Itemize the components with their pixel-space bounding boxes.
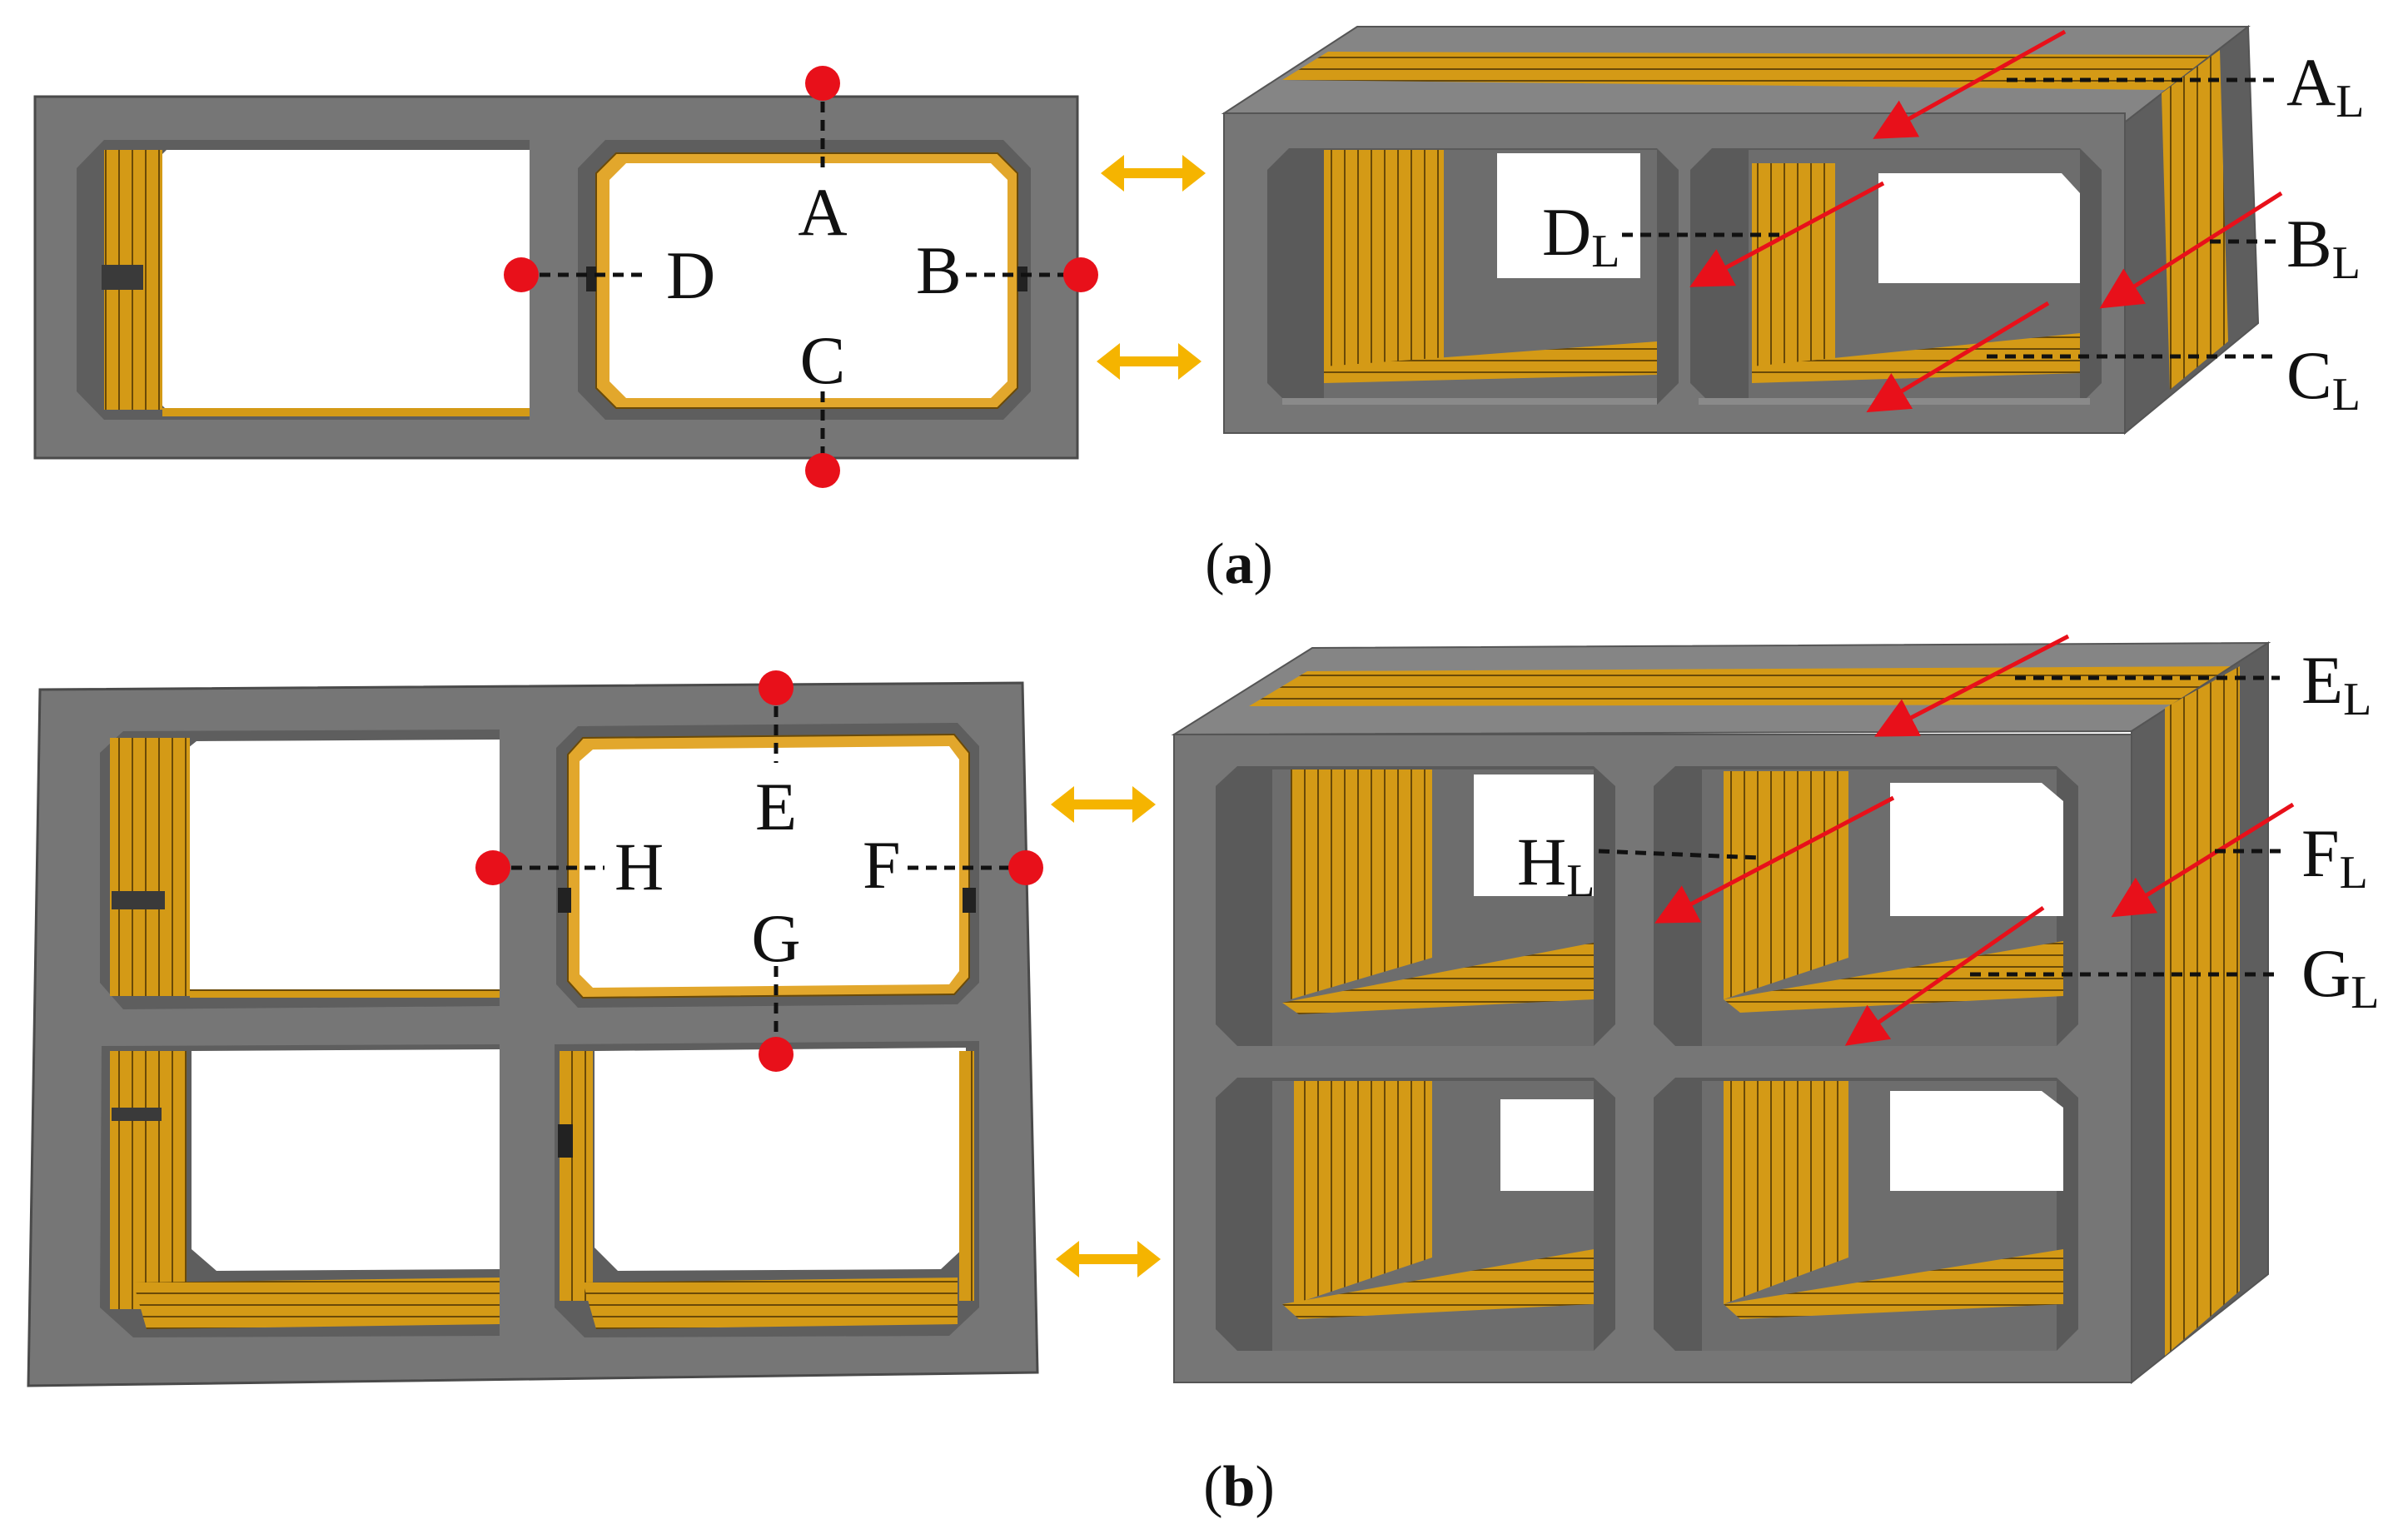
model-b-cell-lr — [1654, 1078, 2078, 1351]
section-b-cell-ll — [100, 1044, 500, 1337]
point-e-dot — [759, 670, 794, 705]
label-a-l: AL — [2286, 44, 2364, 127]
red-arrow-icon — [1654, 634, 2295, 1046]
label-b: B — [916, 232, 962, 308]
panel-a: A D B C — [33, 25, 2364, 596]
red-arrow-icon — [1689, 29, 2283, 413]
caption-a: (a) — [1205, 532, 1273, 596]
section-b-cell-lr — [555, 1041, 979, 1337]
point-h-dot — [475, 850, 510, 885]
double-arrow-icon — [1101, 155, 1206, 192]
section-b-cell-ul — [100, 730, 500, 1009]
model-b-cell-ll — [1216, 1078, 1615, 1351]
label-d-l: DL — [1542, 194, 1619, 277]
label-e: E — [755, 769, 797, 844]
section-a-cell-right — [578, 140, 1031, 420]
point-c-dot — [805, 453, 840, 488]
label-h: H — [614, 829, 664, 904]
label-g-l: GL — [2301, 935, 2379, 1019]
label-f-l: FL — [2301, 815, 2368, 899]
points-a: A D B C — [504, 66, 1098, 488]
double-arrow-icon — [1051, 786, 1156, 823]
leaders-b: EL FL GL HL — [1517, 642, 2379, 1019]
caption-b: (b) — [1203, 1455, 1275, 1519]
label-c-l: CL — [2286, 337, 2361, 421]
section-b-cell-ur — [556, 723, 979, 1008]
label-e-l: EL — [2301, 642, 2371, 725]
label-d: D — [666, 237, 715, 313]
label-c: C — [800, 322, 846, 398]
double-arrow-icon — [1056, 1241, 1161, 1278]
leaders-a: AL BL CL DL — [1542, 44, 2364, 421]
section-a-2d — [33, 95, 1079, 460]
model-a-cell-right — [1690, 148, 2102, 405]
label-g: G — [751, 900, 800, 976]
model-b-cell-ur — [1654, 766, 2078, 1046]
point-g-dot — [759, 1037, 794, 1072]
label-h-l: HL — [1517, 824, 1595, 907]
point-a-dot — [805, 66, 840, 101]
section-a-cell-left — [77, 140, 530, 420]
double-arrow-icon — [1097, 343, 1202, 380]
label-a: A — [798, 174, 847, 250]
point-d-dot — [504, 257, 539, 292]
model-a-cell-left — [1267, 148, 1679, 405]
model-b-cell-ul — [1216, 766, 1615, 1046]
label-f: F — [863, 827, 901, 903]
points-b: E H F G — [475, 670, 1043, 1072]
model-b-3d — [1171, 641, 2271, 1385]
label-b-l: BL — [2286, 206, 2361, 289]
point-f-dot — [1008, 850, 1043, 885]
section-b-2d — [27, 681, 1039, 1387]
panel-b: E H F G — [27, 634, 2379, 1519]
point-b-dot — [1063, 257, 1098, 292]
model-a-3d — [1221, 25, 2260, 436]
